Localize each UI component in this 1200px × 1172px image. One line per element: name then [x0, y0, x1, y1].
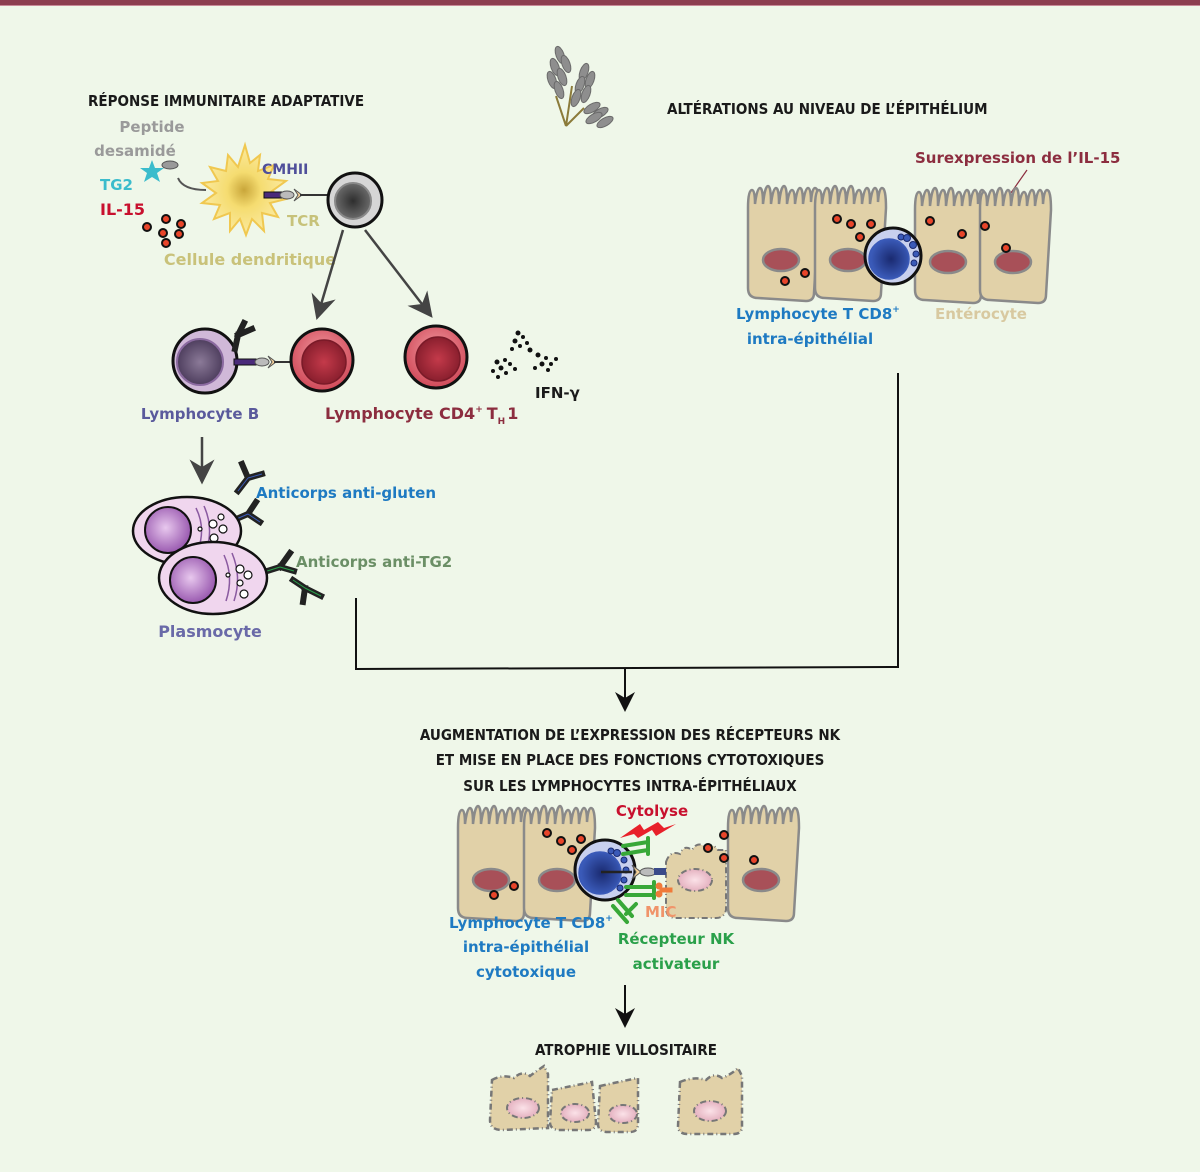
- il15-label: IL-15: [100, 200, 145, 219]
- ifn-gamma-label: IFN-γ: [535, 384, 580, 402]
- ifn-gamma-dots-icon: [491, 330, 558, 379]
- cd8-cytotoxic-label-line1: Lymphocyte T CD8+: [449, 914, 613, 932]
- anti-gluten-label: Anticorps anti-gluten: [256, 484, 436, 502]
- wheat-icon: [546, 45, 614, 129]
- cd4-th1-cell-icon: [289, 327, 355, 393]
- nk-title-line2: ET MISE EN PLACE DES FONCTIONS CYTOTOXIQ…: [436, 751, 825, 769]
- cytolyse-label: Cytolyse: [616, 802, 688, 820]
- top-bar: [0, 0, 1200, 6]
- il15-overexpression-label: Surexpression de l’IL-15: [915, 149, 1120, 167]
- b-cell-icon: [171, 318, 298, 395]
- cytotoxic-synapse-icon: [601, 864, 666, 880]
- il15-dots-nk-icon: [489, 828, 759, 900]
- plasmocyte-icon: [131, 495, 269, 616]
- il15-dots-epithelium-icon: [780, 214, 1011, 286]
- dendritic-cell-label: Cellule dendritique: [164, 250, 336, 269]
- mic-ligand-icon: [655, 882, 673, 898]
- plasmocyte-label: Plasmocyte: [158, 622, 262, 641]
- peptide-link-line: [177, 177, 207, 191]
- mic-label: MIC: [645, 903, 677, 921]
- merge-connector-line: [355, 373, 899, 671]
- cd8-cell-epithelium-icon: [863, 226, 923, 286]
- arrow-to-b-interaction: [311, 229, 345, 320]
- tg2-label: TG2: [100, 176, 133, 194]
- arrow-to-th1: [364, 229, 433, 318]
- epithelium-title: ALTÉRATIONS AU NIVEAU DE L’ÉPITHÉLIUM: [667, 99, 988, 118]
- cd8-cytotoxic-label-line3: cytotoxique: [476, 963, 576, 981]
- nk-receptor-icon: [611, 836, 656, 924]
- nk-receptor-label-line2: activateur: [633, 955, 720, 973]
- cd4-th1-free-cell-icon: [403, 324, 469, 390]
- tg2-star-icon: [140, 160, 164, 182]
- peptide-icon: [161, 160, 179, 170]
- damaged-enterocyte-icon: [665, 843, 727, 919]
- atrophy-title: ATROPHIE VILLOSITAIRE: [535, 1041, 717, 1059]
- cd8-cytotoxic-label-line2: intra-épithélial: [463, 938, 589, 956]
- nk-title-line1: AUGMENTATION DE L’EXPRESSION DES RÉCEPTE…: [420, 725, 841, 744]
- cd8-cytotoxic-cell-icon: [573, 838, 637, 902]
- anti-tg2-label: Anticorps anti-TG2: [296, 553, 452, 571]
- cmhii-label: CMHII: [262, 162, 308, 178]
- il15-dots-icon: [142, 214, 186, 248]
- lightning-icon: [620, 822, 676, 838]
- cd8-epithelium-label-line2: intra-épithélial: [747, 330, 873, 348]
- tcr-label: TCR: [287, 212, 320, 230]
- mhc-tcr-icon: [263, 188, 330, 202]
- lymphocyte-b-label: Lymphocyte B: [141, 405, 259, 423]
- peptide-label-line2: desamidé: [94, 142, 176, 160]
- adaptive-title: RÉPONSE IMMUNITAIRE ADAPTATIVE: [88, 91, 364, 110]
- cd8-epithelium-label-line1: Lymphocyte T CD8+: [736, 305, 900, 323]
- nk-receptor-label-line1: Récepteur NK: [618, 930, 736, 948]
- peptide-label-line1: Peptide: [119, 118, 184, 136]
- dendritic-cell-icon: [199, 141, 289, 238]
- nk-title-line3: SUR LES LYMPHOCYTES INTRA-ÉPITHÉLIAUX: [463, 776, 797, 795]
- enterocyte-label: Entérocyte: [935, 305, 1027, 323]
- t-cell-icon: [326, 171, 384, 229]
- atrophied-nuclei-icon: [506, 1097, 727, 1124]
